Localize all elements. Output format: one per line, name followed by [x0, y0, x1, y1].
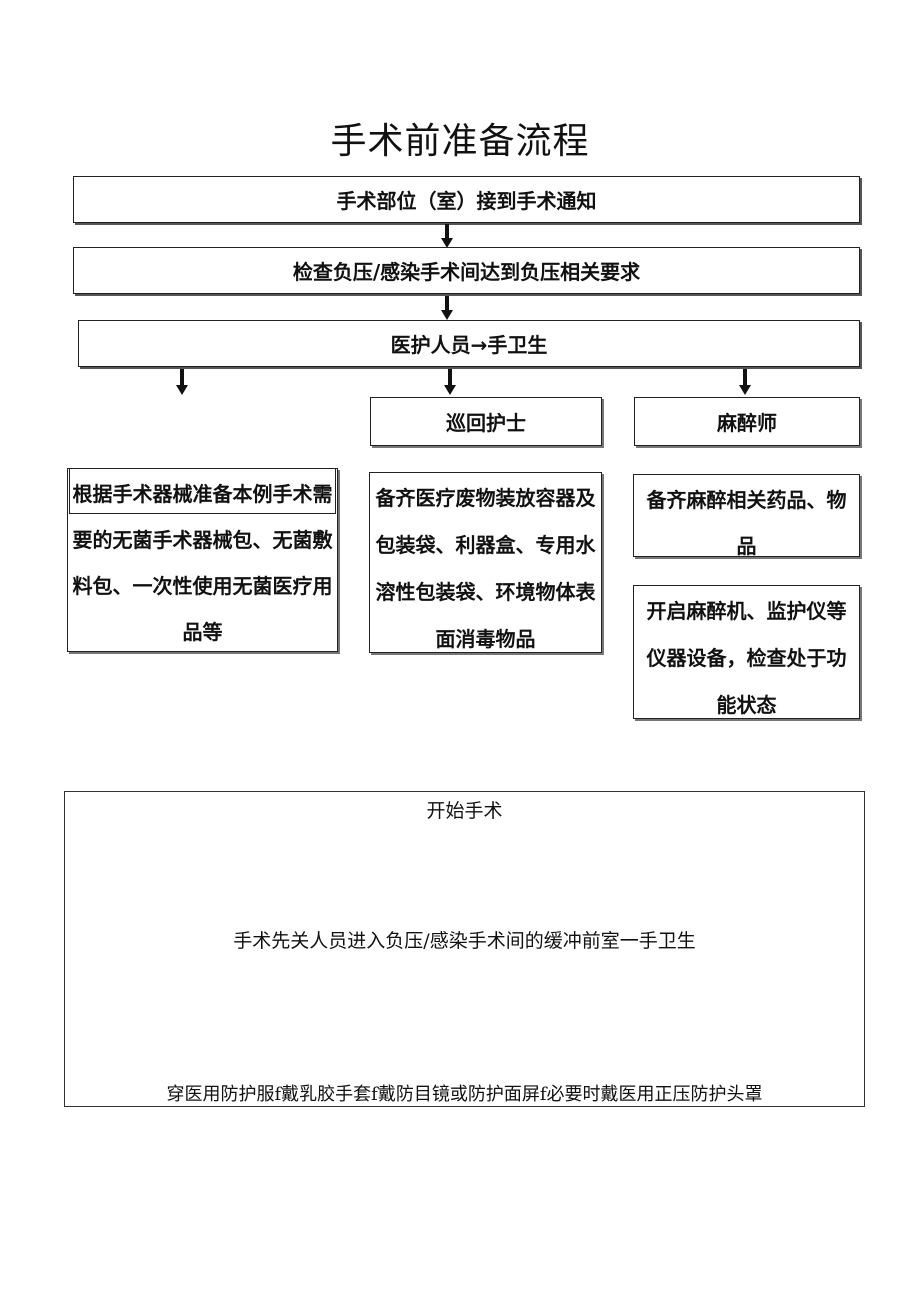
role-circulating-nurse: 巡回护士	[370, 397, 602, 446]
task-anesthetist-drugs: 备齐麻醉相关药品、物品	[633, 474, 860, 557]
arrow-down-icon	[441, 224, 453, 250]
arrow-down-icon	[739, 369, 751, 395]
step-hand-hygiene: 医护人员→手卫生	[78, 320, 860, 367]
surgery-procedure-section: 开始手术 手术先关人员进入负压/感染手术间的缓冲前室一手卫生 穿医用防护服f戴乳…	[64, 791, 865, 1107]
role-circulating-nurse-label: 巡回护士	[446, 411, 526, 435]
task-anesthetist-equipment-text: 开启麻醉机、监护仪等仪器设备，检查处于功能状态	[646, 599, 847, 717]
surgery-step-hand-hygiene: 手术先关人员进入负压/感染手术间的缓冲前室一手卫生	[233, 930, 696, 952]
task-circulating-nurse: 备齐医疗废物装放容器及包装袋、利器盒、专用水溶性包装袋、环境物体表面消毒物品	[369, 472, 602, 653]
task-circulating-nurse-text: 备齐医疗废物装放容器及包装袋、利器盒、专用水溶性包装袋、环境物体表面消毒物品	[375, 486, 596, 651]
role-anesthetist: 麻醉师	[634, 397, 860, 446]
task-anesthetist-drugs-text: 备齐麻醉相关药品、物品	[646, 488, 847, 557]
task-instrument-preparation: 根据手术器械准备本例手术需要的无菌手术器械包、无菌敷料包、一次性使用无菌医疗用品…	[67, 468, 338, 652]
page-title: 手术前准备流程	[330, 121, 590, 162]
step-check-negative-pressure-label: 检查负压/感染手术间达到负压相关要求	[292, 260, 641, 284]
step-hand-hygiene-label: 医护人员→手卫生	[390, 333, 548, 357]
arrow-down-icon	[176, 369, 188, 395]
step-receive-notice: 手术部位（室）接到手术通知	[73, 176, 860, 223]
step-check-negative-pressure: 检查负压/感染手术间达到负压相关要求	[73, 247, 860, 294]
arrow-down-icon	[444, 369, 456, 395]
arrow-down-icon	[441, 296, 453, 322]
surgery-start-label: 开始手术	[426, 800, 503, 822]
task-anesthetist-equipment: 开启麻醉机、监护仪等仪器设备，检查处于功能状态	[633, 585, 860, 719]
surgery-step-protective-gear: 穿医用防护服f戴乳胶手套f戴防目镜或防护面屏f必要时戴医用正压防护头罩	[166, 1084, 763, 1105]
step-receive-notice-label: 手术部位（室）接到手术通知	[336, 189, 597, 213]
role-anesthetist-label: 麻醉师	[717, 411, 777, 435]
task-instrument-preparation-text: 根据手术器械准备本例手术需要的无菌手术器械包、无菌敷料包、一次性使用无菌医疗用品…	[72, 482, 333, 644]
